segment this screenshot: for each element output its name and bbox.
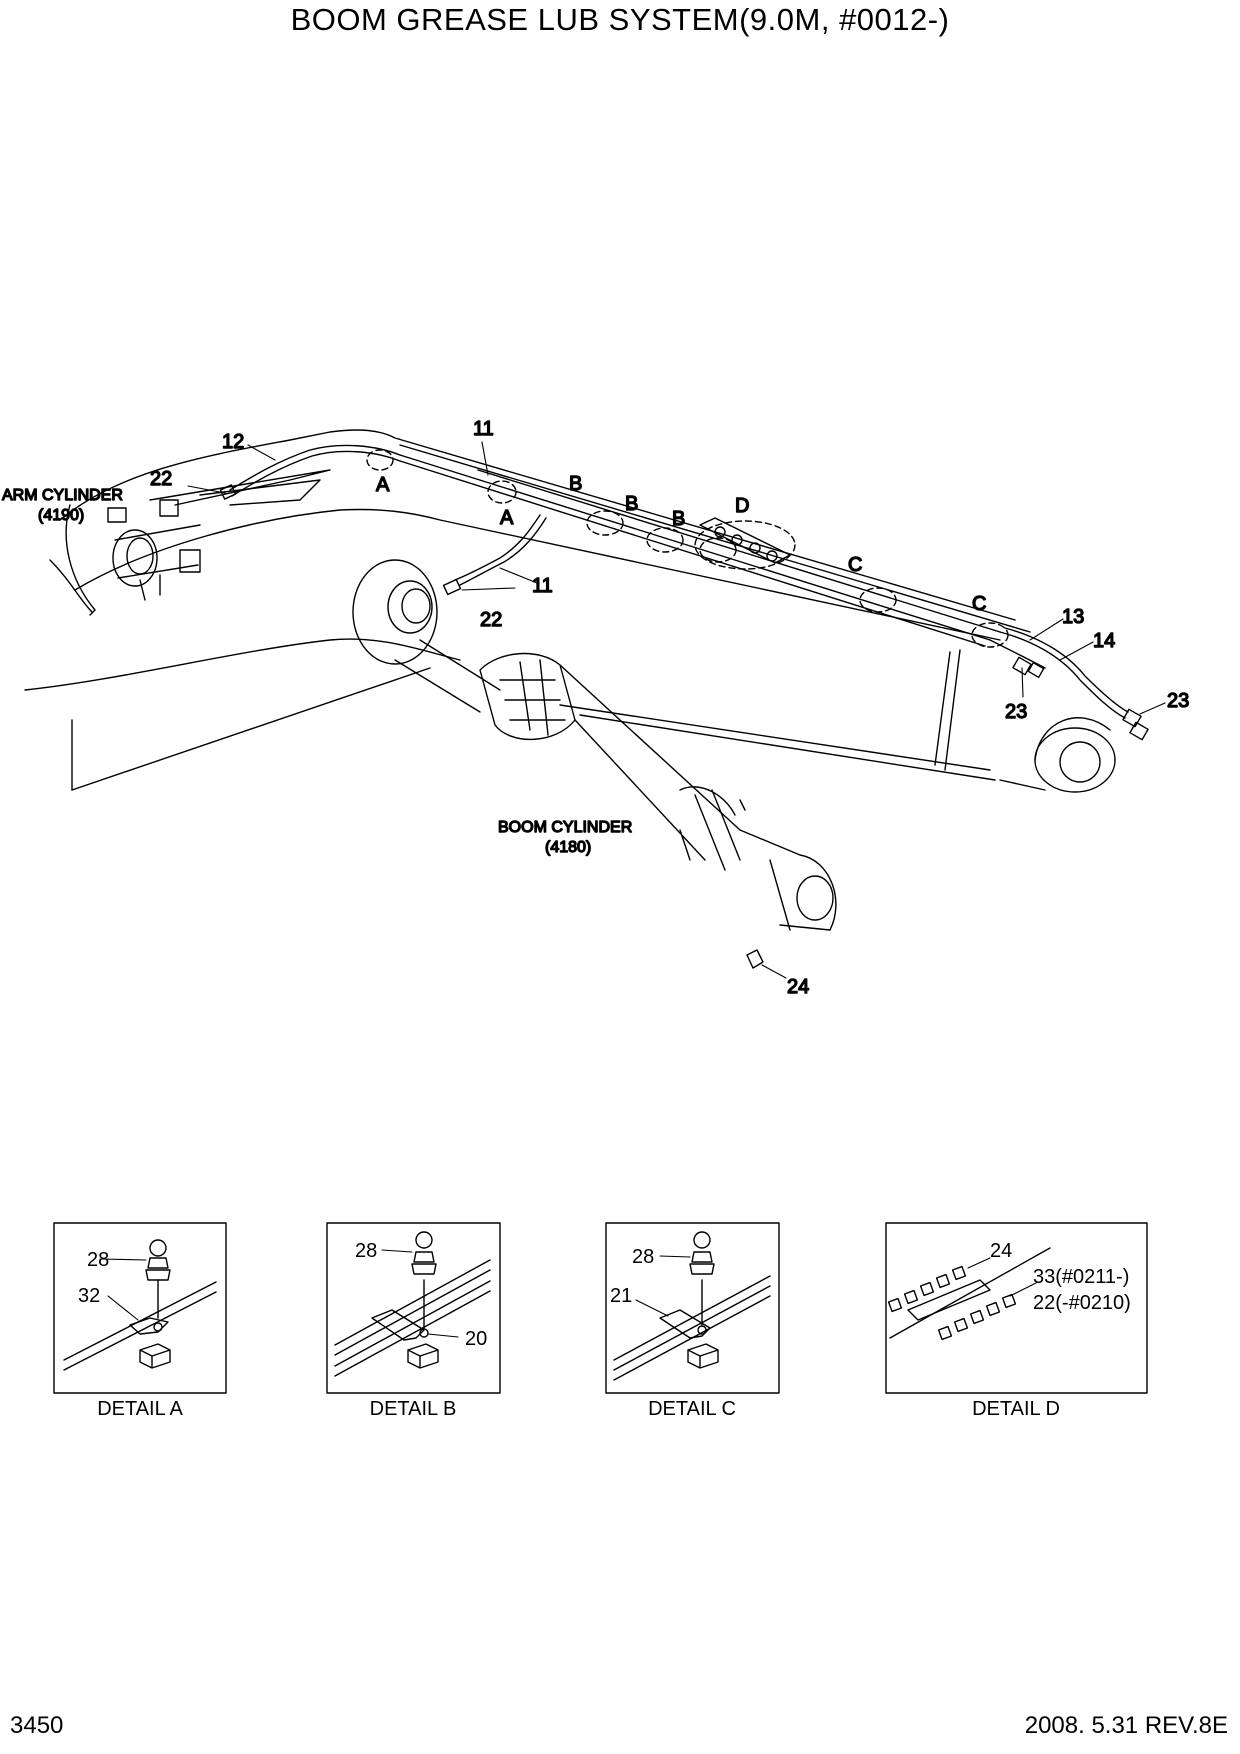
detail-b-box: 28 20 xyxy=(326,1222,501,1394)
boom-cylinder xyxy=(352,559,837,969)
arm-cylinder-end xyxy=(107,499,201,601)
detail-a-caption: DETAIL A xyxy=(97,1398,183,1420)
page-title: BOOM GREASE LUB SYSTEM(9.0M, #0012-) xyxy=(290,2,950,37)
detail-b-caption: DETAIL B xyxy=(369,1398,457,1420)
callout-12: 12 xyxy=(222,431,244,453)
callout-23-right: 23 xyxy=(1167,690,1189,712)
leader-lines xyxy=(187,441,1166,979)
callout-11-top: 11 xyxy=(473,418,494,440)
page-number: 3450 xyxy=(10,1712,64,1739)
detail-d-alt1: 33(#0211-) xyxy=(1033,1266,1129,1288)
boom-cylinder-label: BOOM CYLINDER xyxy=(498,819,632,836)
revision-date: 2008. 5.31 REV.8E xyxy=(1024,1712,1228,1739)
detail-c-bolt: 28 xyxy=(632,1246,654,1268)
callout-11-branch: 11 xyxy=(532,575,553,597)
detail-b-bolt: 28 xyxy=(355,1240,377,1262)
detail-d-caption: DETAIL D xyxy=(972,1398,1060,1420)
detail-ref-b1: B xyxy=(569,473,582,495)
detail-ref-a1: A xyxy=(376,474,390,496)
grease-lines xyxy=(219,444,1149,741)
callout-24: 24 xyxy=(787,976,809,998)
detail-d-box: 24 33(#0211-) 22(-#0210) xyxy=(885,1222,1148,1394)
main-view-labels: ARM CYLINDER (4190) BOOM CYLINDER (4180)… xyxy=(1,417,1190,998)
detail-d-alt2: 22(-#0210) xyxy=(1033,1292,1131,1314)
detail-d-fittings xyxy=(887,1265,1017,1341)
detail-c-clamp: 21 xyxy=(610,1285,632,1307)
detail-c-caption: DETAIL C xyxy=(648,1398,736,1420)
callout-22-arm: 22 xyxy=(150,468,172,490)
detail-c-box: 28 21 xyxy=(605,1222,780,1394)
detail-d-fitting: 24 xyxy=(990,1240,1012,1262)
arm-cylinder-label: ARM CYLINDER xyxy=(2,487,123,504)
detail-ref-b2: B xyxy=(625,493,638,515)
detail-ref-a2: A xyxy=(500,507,514,529)
detail-ref-c1: C xyxy=(848,554,862,576)
callout-13: 13 xyxy=(1062,606,1084,628)
boom-structure xyxy=(24,429,1116,793)
detail-a-bolt: 28 xyxy=(87,1249,109,1271)
detail-a-clamp: 32 xyxy=(78,1285,100,1307)
callout-22-boom: 22 xyxy=(480,609,502,631)
callout-23-left: 23 xyxy=(1005,701,1027,723)
detail-b-clamp: 20 xyxy=(465,1328,487,1350)
callout-14: 14 xyxy=(1093,630,1115,652)
detail-ref-d1: D xyxy=(735,495,749,517)
boom-cylinder-ref: (4180) xyxy=(545,839,591,856)
detail-ref-b3: B xyxy=(672,508,685,530)
arm-cylinder-ref: (4190) xyxy=(38,507,84,524)
detail-ref-c2: C xyxy=(972,593,986,615)
detail-a-box: 28 32 xyxy=(53,1222,227,1394)
detail-markers xyxy=(366,449,1009,648)
